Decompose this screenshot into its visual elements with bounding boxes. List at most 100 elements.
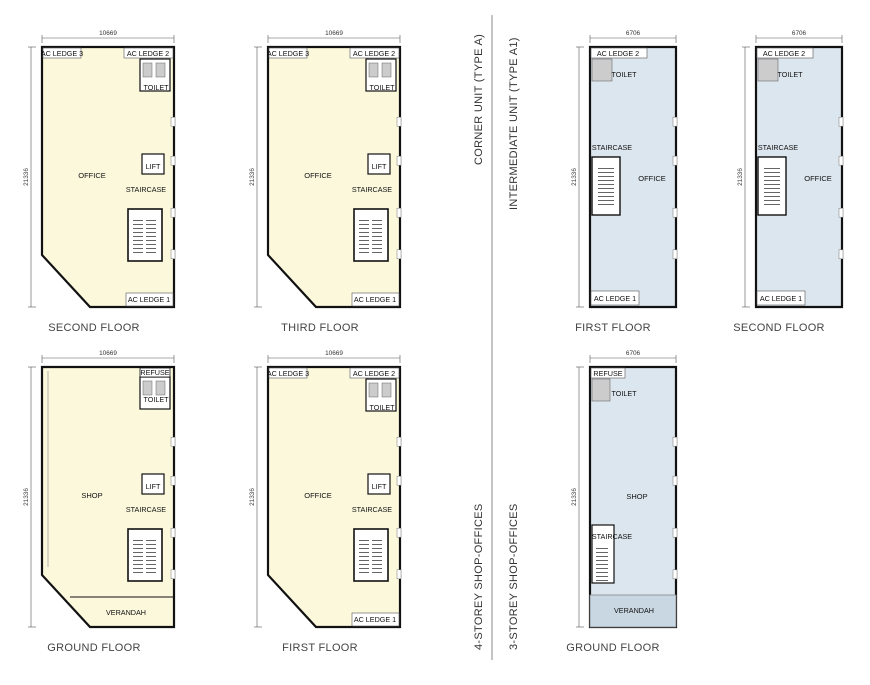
stair-treads [372,217,382,253]
stair-treads [146,537,156,573]
width-dimension: 10669 [99,350,117,357]
window-mark [672,249,678,260]
ac-ledge-1-label: AC LEDGE 1 [354,615,396,624]
width-dimension: 6706 [626,350,641,357]
width-dimension: 6706 [626,30,641,37]
ac-ledge-1 [756,290,806,306]
window-mark [396,249,402,260]
height-dimension: 21336 [23,168,30,186]
main-room-label: SHOP [81,491,102,500]
window-mark [672,527,678,538]
width-dimension: 10669 [325,30,343,37]
intermediate-unit-label: INTERMEDIATE UNIT (TYPE A1) [508,37,520,210]
height-dimension: 21336 [571,488,578,506]
toilet-label: TOILET [777,70,803,79]
height-dimension: 21336 [571,168,578,186]
ac-ledge-3-label: AC LEDGE 3 [41,49,83,58]
width-dimension: 10669 [99,30,117,37]
toilet-label: TOILET [143,395,169,404]
lift-label: LIFT [146,162,161,171]
window-mark [672,207,678,218]
window-mark [396,207,402,218]
floor-outline [754,45,844,309]
ac-ledge-3 [268,367,308,379]
toilet-fixture-icon [142,380,153,396]
toilet-fixture-icon [381,62,392,78]
stair-treads [359,537,369,573]
floor-caption: FIRST FLOOR [575,322,651,334]
width-dimension: 10669 [325,350,343,357]
floor-caption: SECOND FLOOR [733,322,825,334]
lift-label: LIFT [372,162,387,171]
window-mark [170,249,176,260]
verandah-area [589,594,677,628]
ac-ledge-1-label: AC LEDGE 1 [760,294,802,303]
ac-ledge-2 [349,367,400,379]
corner-unit-label: CORNER UNIT (TYPE A) [473,34,485,165]
window-mark [838,207,844,218]
refuse-label: REFUSE [140,368,169,377]
floor-outline [588,45,678,309]
staircase-label: STAIRCASE [352,185,392,194]
window-mark [170,475,176,486]
toilet-label: TOILET [611,70,637,79]
window-mark [838,155,844,166]
lift-label: LIFT [372,482,387,491]
staircase-label: STAIRCASE [126,185,166,194]
ac-ledge-2-label: AC LEDGE 2 [597,49,639,58]
main-room-label: OFFICE [304,171,332,180]
ac-ledge-2 [123,47,174,59]
staircase-label: STAIRCASE [758,143,798,152]
window-mark [396,116,402,127]
main-room-label: OFFICE [78,171,106,180]
floor-caption: GROUND FLOOR [566,642,659,654]
toilet-label: TOILET [369,403,395,412]
width-dimension: 6706 [792,30,807,37]
ac-ledge-1-label: AC LEDGE 1 [594,294,636,303]
ac-ledge-2 [590,47,648,59]
window-mark [838,249,844,260]
plan-corner-ground-floor: 1066921336TOILETREFUSELIFTSTAIRCASEVERAN… [23,350,176,654]
refuse-room [139,367,171,378]
toilet-fixture-icon [155,62,166,78]
stair-treads [598,165,614,207]
window-mark [170,436,176,447]
refuse-room [590,367,626,379]
main-room-label: OFFICE [304,491,332,500]
floor-caption: FIRST FLOOR [282,642,358,654]
ac-ledge-2-label: AC LEDGE 2 [763,49,805,58]
window-mark [170,527,176,538]
window-mark [672,475,678,486]
window-mark [396,436,402,447]
ac-ledge-1 [351,612,400,627]
lift-shaft [141,153,165,175]
lift-shaft [141,473,165,495]
staircase-label: STAIRCASE [126,505,166,514]
toilet-label: TOILET [611,389,637,398]
height-dimension: 21336 [249,168,256,186]
toilet-fixture-icon [155,380,166,396]
ac-ledge-2 [349,47,400,59]
staircase-label: STAIRCASE [352,505,392,514]
window-mark [170,207,176,218]
ac-ledge-2-label: AC LEDGE 2 [127,49,169,58]
ac-ledge-3-label: AC LEDGE 3 [267,369,309,378]
ac-ledge-2-label: AC LEDGE 2 [353,369,395,378]
main-room-label: SHOP [626,492,647,501]
three-storey-label: 3-STOREY SHOP-OFFICES [508,504,520,650]
ac-ledge-2 [756,47,814,59]
lift-shaft [367,153,391,175]
verandah-label: VERANDAH [106,608,146,617]
four-storey-label: 4-STOREY SHOP-OFFICES [473,504,485,650]
window-mark [672,155,678,166]
stair-treads [133,217,143,253]
toilet-fixture-icon [368,62,379,78]
stair-treads [372,537,382,573]
stair-treads [146,217,156,253]
stair-treads [359,217,369,253]
window-mark [672,116,678,127]
toilet-label: TOILET [369,83,395,92]
